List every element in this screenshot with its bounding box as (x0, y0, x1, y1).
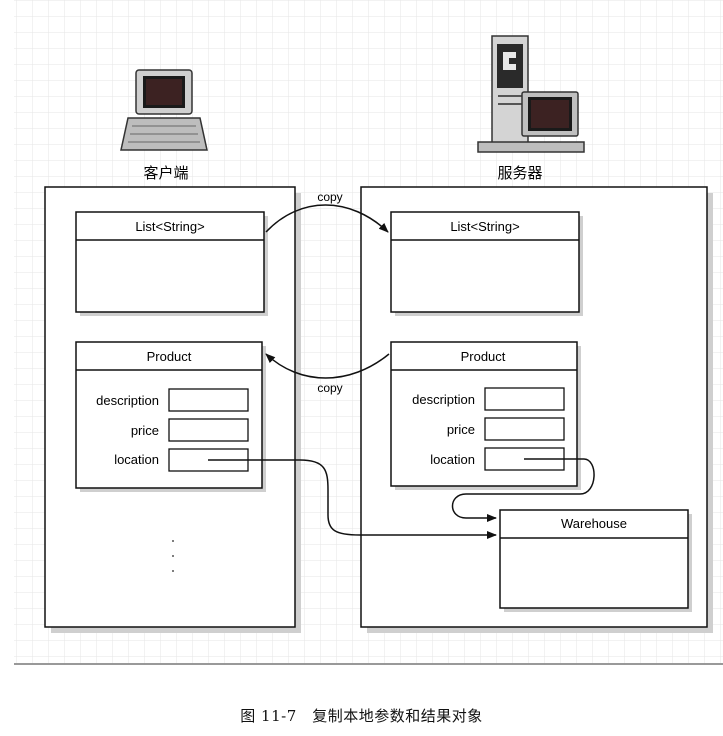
server-list-box: List<String> (390, 211, 583, 316)
copy-label-bottom: copy (317, 381, 342, 395)
client-field-location: location (114, 452, 159, 467)
server-field-location: location (430, 452, 475, 467)
server-computer-icon (477, 35, 585, 153)
server-product-box: Product description price location (390, 341, 581, 490)
client-list-title: List<String> (135, 219, 204, 234)
server-list-title: List<String> (450, 219, 519, 234)
client-location-reference-arrow (208, 459, 497, 539)
client-value-slot (168, 388, 249, 412)
server-location-reference-arrow (451, 458, 595, 522)
client-product-title: Product (147, 349, 192, 364)
client-label: 客户端 (143, 165, 188, 182)
ellipsis-dots (172, 540, 174, 572)
server-product-title: Product (461, 349, 506, 364)
server-value-slot (484, 417, 565, 441)
copy-arrow-bottom (265, 353, 390, 379)
figure-caption: 图 11-7 复制本地参数和结果对象 (240, 707, 483, 725)
server-value-slot (484, 387, 565, 411)
client-value-slot (168, 418, 249, 442)
server-label: 服务器 (497, 165, 542, 182)
client-field-description: description (96, 393, 159, 408)
server-field-description: description (412, 392, 475, 407)
client-computer-icon (120, 69, 208, 151)
copy-arrow-top (265, 204, 389, 233)
client-product-box: Product description price location (75, 341, 266, 492)
warehouse-box: Warehouse (499, 509, 692, 612)
client-list-box: List<String> (75, 211, 268, 316)
warehouse-title: Warehouse (561, 516, 627, 531)
client-field-price: price (131, 423, 159, 438)
copy-label-top: copy (317, 190, 342, 204)
server-field-price: price (447, 422, 475, 437)
